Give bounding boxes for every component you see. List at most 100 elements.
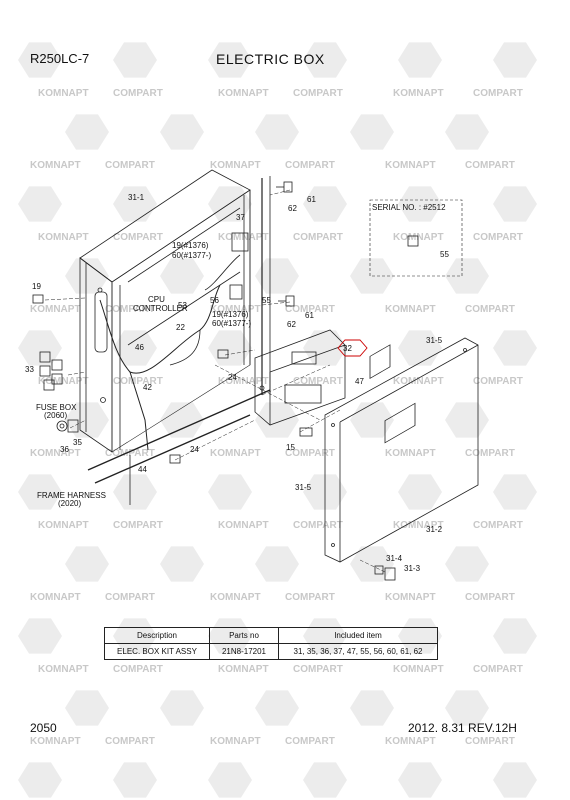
watermark-text: COMPART: [465, 592, 515, 603]
watermark-text: KOMNAPT: [210, 592, 261, 603]
watermark-text: COMPART: [113, 88, 163, 99]
callout-61-upper: 61: [307, 195, 316, 204]
watermark-logo-icon: [65, 114, 109, 150]
watermark-logo-icon: [160, 114, 204, 150]
cpu-controller-unit: [254, 329, 346, 426]
watermark-text: KOMNAPT: [210, 304, 261, 315]
fuse-box-parts: [39, 351, 63, 391]
callout-32-hexagon: [337, 339, 368, 357]
watermark-text: KOMNAPT: [218, 376, 269, 387]
watermark-logo-icon: [113, 42, 157, 78]
watermark-text: COMPART: [105, 736, 155, 747]
watermark-text: COMPART: [473, 88, 523, 99]
watermark-logo-icon: [113, 330, 157, 366]
watermark-logo-icon: [255, 402, 299, 438]
watermark-logo-icon: [18, 42, 62, 78]
callout-31-3: 31-3: [404, 564, 421, 573]
watermark-text: COMPART: [105, 448, 155, 459]
cell-description: ELEC. BOX KIT ASSY: [104, 643, 210, 660]
watermark-text: COMPART: [285, 592, 335, 603]
watermark-logo-icon: [18, 618, 62, 654]
callout-24-middle: 24: [228, 373, 237, 382]
watermark-logo-icon: [65, 690, 109, 726]
watermark-logo-icon: [160, 546, 204, 582]
cover-panel: [324, 337, 479, 563]
frame-harness-label: FRAME HARNESS: [37, 491, 106, 500]
watermark-logo-icon: [208, 330, 252, 366]
watermark-logo-icon: [303, 762, 347, 798]
main-box-housing: [79, 169, 251, 453]
watermark-logo-icon: [18, 762, 62, 798]
watermark-text: COMPART: [473, 664, 523, 675]
watermark-logo-icon: [350, 114, 394, 150]
table-row: ELEC. BOX KIT ASSY 21N8-17201 31, 35, 36…: [104, 643, 438, 660]
watermark-logo-icon: [113, 474, 157, 510]
cell-parts-no: 21N8-17201: [209, 643, 279, 660]
callout-32: 32: [343, 344, 352, 353]
watermark-logo-icon: [208, 42, 252, 78]
watermark-text: KOMNAPT: [218, 520, 269, 531]
cpu-label-line1: CPU: [148, 295, 165, 304]
watermark-text: KOMNAPT: [38, 664, 89, 675]
watermark-text: KOMNAPT: [38, 376, 89, 387]
callout-55: 55: [262, 296, 271, 305]
watermark-logo-icon: [350, 402, 394, 438]
watermark-text: COMPART: [285, 160, 335, 171]
watermark-logo-icon: [493, 330, 537, 366]
watermark-logo-icon: [398, 762, 442, 798]
callout-62-lower: 62: [287, 320, 296, 329]
callout-19-1376-upper: 19(#1376): [172, 241, 209, 250]
watermark-logo-icon: [18, 330, 62, 366]
watermark-logo-icon: [303, 42, 347, 78]
watermark-logo-icon: [255, 114, 299, 150]
watermark-text: KOMNAPT: [218, 664, 269, 675]
watermark-text: KOMNAPT: [385, 592, 436, 603]
watermark-text: COMPART: [285, 304, 335, 315]
watermark-logo-icon: [493, 762, 537, 798]
watermark-logo-icon: [445, 258, 489, 294]
watermark-text: COMPART: [473, 232, 523, 243]
callout-31-4: 31-4: [386, 554, 403, 563]
callout-31-5-lower: 31-5: [295, 483, 312, 492]
watermark-text: KOMNAPT: [30, 160, 81, 171]
watermark-logo-icon: [255, 690, 299, 726]
watermark-logo-icon: [65, 546, 109, 582]
watermark-text: KOMNAPT: [385, 448, 436, 459]
watermark-logo-icon: [113, 762, 157, 798]
parts-table-header: Description Parts no Included item: [104, 627, 438, 644]
watermark-logo-icon: [445, 546, 489, 582]
watermark-logo-icon: [398, 42, 442, 78]
watermark-text: KOMNAPT: [30, 736, 81, 747]
watermark-logo-icon: [255, 546, 299, 582]
watermark-text: COMPART: [473, 520, 523, 531]
callout-62-upper: 62: [288, 204, 297, 213]
callout-15: 15: [286, 443, 295, 452]
watermark-logo-icon: [398, 474, 442, 510]
watermark-logo-icon: [303, 186, 347, 222]
watermark-text: KOMNAPT: [210, 160, 261, 171]
callout-60-1377-upper: 60(#1377-): [172, 251, 211, 260]
callout-42: 42: [143, 383, 152, 392]
fuse-box-label: FUSE BOX: [36, 403, 77, 412]
watermark-text: COMPART: [293, 232, 343, 243]
callout-24-lower: 24: [190, 445, 199, 454]
relay-part: [231, 232, 249, 252]
watermark-text: KOMNAPT: [30, 448, 81, 459]
watermark-logo-icon: [398, 186, 442, 222]
watermark-text: COMPART: [105, 592, 155, 603]
callout-31-1: 31-1: [128, 193, 145, 202]
watermark-text: KOMNAPT: [385, 736, 436, 747]
cell-included-item: 31, 35, 36, 37, 47, 55, 56, 60, 61, 62: [278, 643, 438, 660]
callout-33: 33: [25, 365, 34, 374]
serial-number-box: [369, 199, 463, 277]
callout-19-left: 19: [32, 282, 41, 291]
callout-53: 53: [178, 301, 187, 310]
watermark-text: COMPART: [293, 520, 343, 531]
watermark-logo-icon: [160, 258, 204, 294]
callout-37: 37: [236, 213, 245, 222]
watermark-text: COMPART: [473, 376, 523, 387]
watermark-logo-icon: [493, 618, 537, 654]
parts-table: Description Parts no Included item ELEC.…: [104, 627, 438, 660]
callout-36: 36: [60, 445, 69, 454]
watermark-logo-icon: [445, 114, 489, 150]
